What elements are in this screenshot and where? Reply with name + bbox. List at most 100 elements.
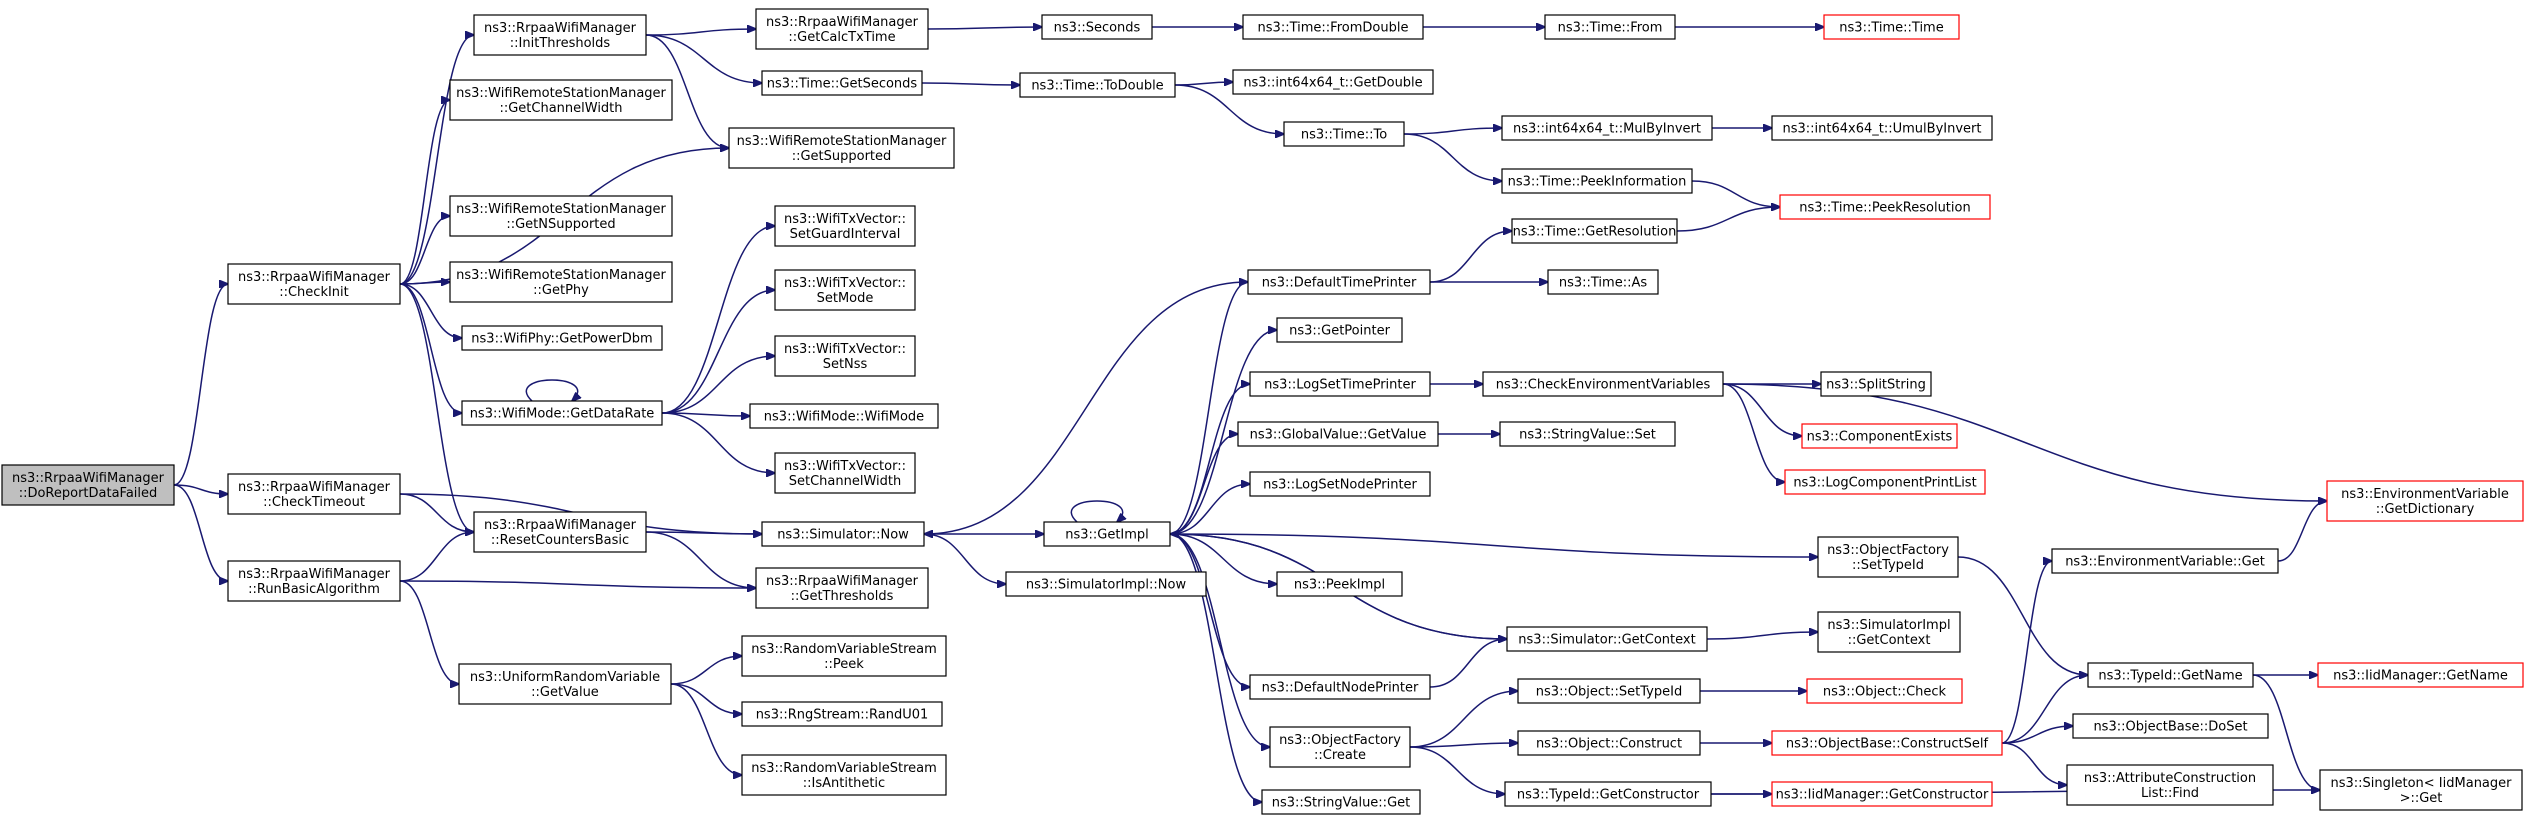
graph-node-n62[interactable]: ns3::IidManager::GetConstructor: [1771, 781, 1993, 807]
graph-node-n32[interactable]: ns3::DefaultTimePrinter: [1247, 269, 1431, 295]
graph-node-n6[interactable]: ns3::WifiRemoteStationManager::GetNSuppo…: [449, 195, 673, 237]
graph-node-n18[interactable]: ns3::WifiMode::WifiMode: [749, 403, 939, 429]
graph-node-n37[interactable]: ns3::PeekImpl: [1276, 571, 1403, 597]
graph-node-n44[interactable]: ns3::Time::GetResolution: [1511, 218, 1678, 244]
graph-node-n64[interactable]: ns3::TypeId::GetName: [2087, 662, 2254, 688]
graph-node-n29[interactable]: ns3::Time::FromDouble: [1242, 14, 1424, 40]
graph-node-n35[interactable]: ns3::GlobalValue::GetValue: [1237, 421, 1439, 447]
graph-node-n14[interactable]: ns3::WifiRemoteStationManager::GetSuppor…: [728, 127, 955, 169]
graph-node-n19[interactable]: ns3::WifiTxVector::SetChannelWidth: [774, 452, 916, 494]
graph-node-n12[interactable]: ns3::RrpaaWifiManager::GetCalcTxTime: [755, 8, 929, 50]
graph-node-n47[interactable]: ns3::StringValue::Set: [1499, 421, 1676, 447]
graph-node-n46[interactable]: ns3::CheckEnvironmentVariables: [1482, 371, 1724, 397]
node-label: ns3::TypeId::GetConstructor: [1517, 788, 1700, 803]
graph-node-n56[interactable]: ns3::SplitString: [1820, 371, 1932, 397]
graph-node-n50[interactable]: ns3::Object::SetTypeId: [1517, 678, 1701, 704]
graph-node-n31[interactable]: ns3::Time::To: [1283, 121, 1405, 147]
graph-node-n63[interactable]: ns3::EnvironmentVariable::Get: [2051, 548, 2279, 574]
graph-node-n52[interactable]: ns3::TypeId::GetConstructor: [1504, 781, 1712, 807]
graph-node-n59[interactable]: ns3::SimulatorImpl::GetContext: [1817, 611, 1961, 653]
node-box: [1249, 371, 1431, 397]
edge-line: [1169, 282, 1248, 535]
edge-n46-n58: [1722, 383, 1785, 482]
edge-line: [927, 27, 1042, 29]
node-box: [1501, 115, 1713, 141]
node-label: ns3::Simulator::Now: [777, 528, 909, 543]
node-label: ::GetNSupported: [506, 217, 615, 232]
graph-node-n49[interactable]: ns3::Simulator::GetContext: [1506, 626, 1708, 652]
graph-node-n0[interactable]: ns3::RrpaaWifiManager::DoReportDataFaile…: [1, 464, 175, 506]
graph-node-n43[interactable]: ns3::Time::PeekInformation: [1501, 168, 1693, 194]
edge-n27-n36: [1169, 484, 1250, 535]
graph-node-n58[interactable]: ns3::LogComponentPrintList: [1784, 469, 1986, 495]
graph-node-n30[interactable]: ns3::int64x64_t::GetDouble: [1232, 69, 1434, 95]
graph-node-n27[interactable]: ns3::GetImpl: [1043, 521, 1171, 547]
graph-node-n17[interactable]: ns3::WifiTxVector::SetNss: [774, 335, 916, 377]
node-label: ns3::Time::ToDouble: [1031, 79, 1163, 94]
graph-node-n15[interactable]: ns3::WifiTxVector::SetGuardInterval: [774, 205, 916, 247]
graph-node-n24[interactable]: ns3::RandomVariableStream::IsAntithetic: [741, 754, 947, 796]
edge-n31-n42: [1403, 128, 1502, 135]
graph-node-n55[interactable]: ns3::Time::PeekResolution: [1779, 194, 1991, 220]
graph-node-n36[interactable]: ns3::LogSetNodePrinter: [1249, 471, 1431, 497]
graph-node-n54[interactable]: ns3::int64x64_t::UmulByInvert: [1771, 115, 1993, 141]
graph-node-n39[interactable]: ns3::ObjectFactory::Create: [1269, 726, 1411, 768]
node-label: ::GetPhy: [533, 283, 589, 298]
graph-node-n51[interactable]: ns3::Object::Construct: [1517, 730, 1701, 756]
node-label: ::GetDictionary: [2376, 502, 2475, 517]
graph-node-n53[interactable]: ns3::Time::Time: [1823, 14, 1960, 40]
graph-node-n38[interactable]: ns3::DefaultNodePrinter: [1249, 674, 1431, 700]
edge-n11-n24: [670, 683, 742, 775]
graph-node-n67[interactable]: ns3::EnvironmentVariable::GetDictionary: [2326, 480, 2524, 522]
graph-node-n28[interactable]: ns3::SimulatorImpl::Now: [1005, 571, 1207, 597]
edge-line: [2001, 561, 2052, 744]
edge-n3-n11: [399, 580, 459, 684]
graph-node-n1[interactable]: ns3::RrpaaWifiManager::CheckInit: [227, 263, 401, 305]
graph-node-n61[interactable]: ns3::ObjectBase::ConstructSelf: [1771, 730, 2003, 756]
graph-node-n25[interactable]: ns3::Seconds: [1041, 14, 1153, 40]
node-label: ns3::PeekImpl: [1294, 578, 1385, 593]
graph-node-n13[interactable]: ns3::Time::GetSeconds: [761, 70, 923, 96]
graph-node-n57[interactable]: ns3::ComponentExists: [1801, 423, 1958, 449]
graph-node-n26[interactable]: ns3::Time::ToDouble: [1019, 72, 1176, 98]
node-box: [1276, 317, 1403, 343]
graph-node-n9[interactable]: ns3::WifiMode::GetDataRate: [461, 400, 663, 426]
node-box: [1517, 730, 1701, 756]
graph-node-n11[interactable]: ns3::UniformRandomVariable::GetValue: [458, 663, 672, 705]
graph-node-n7[interactable]: ns3::WifiRemoteStationManager::GetPhy: [449, 261, 673, 303]
graph-node-n22[interactable]: ns3::RandomVariableStream::Peek: [741, 635, 947, 677]
node-box: [1771, 781, 1993, 807]
graph-node-n65[interactable]: ns3::ObjectBase::DoSet: [2072, 713, 2269, 739]
graph-node-n10[interactable]: ns3::RrpaaWifiManager::ResetCountersBasi…: [473, 511, 647, 553]
graph-node-n16[interactable]: ns3::WifiTxVector::SetMode: [774, 269, 916, 311]
graph-node-n48[interactable]: ns3::ObjectFactory::SetTypeId: [1817, 536, 1959, 578]
graph-node-n2[interactable]: ns3::RrpaaWifiManager::CheckTimeout: [227, 473, 401, 515]
graph-node-n41[interactable]: ns3::Time::From: [1544, 14, 1676, 40]
graph-node-n5[interactable]: ns3::WifiRemoteStationManager::GetChanne…: [449, 79, 673, 121]
edge-n1-n6: [399, 216, 450, 285]
node-label: ns3::AttributeConstruction: [2084, 771, 2256, 786]
graph-node-n34[interactable]: ns3::LogSetTimePrinter: [1249, 371, 1431, 397]
graph-node-n69[interactable]: ns3::Singleton< IidManager>::Get: [2319, 769, 2523, 811]
edge-n49-n59: [1706, 632, 1818, 640]
graph-node-n68[interactable]: ns3::IidManager::GetName: [2317, 662, 2524, 688]
graph-node-n60[interactable]: ns3::Object::Check: [1806, 678, 1963, 704]
graph-node-n45[interactable]: ns3::Time::As: [1547, 269, 1659, 295]
edge-n31-n43: [1403, 133, 1502, 181]
graph-node-n8[interactable]: ns3::WifiPhy::GetPowerDbm: [461, 325, 663, 351]
node-box: [1482, 371, 1724, 397]
graph-node-n40[interactable]: ns3::StringValue::Get: [1261, 789, 1421, 815]
graph-node-n23[interactable]: ns3::RngStream::RandU01: [741, 701, 943, 727]
node-label: ns3::GetPointer: [1289, 324, 1390, 339]
node-label: ns3::RrpaaWifiManager: [238, 567, 391, 582]
graph-node-n4[interactable]: ns3::RrpaaWifiManager::InitThresholds: [473, 14, 647, 56]
node-label: ::CheckTimeout: [263, 495, 365, 510]
graph-node-n33[interactable]: ns3::GetPointer: [1276, 317, 1403, 343]
graph-node-n20[interactable]: ns3::Simulator::Now: [761, 521, 925, 547]
node-box: [741, 635, 947, 677]
graph-node-n3[interactable]: ns3::RrpaaWifiManager::RunBasicAlgorithm: [227, 560, 401, 602]
node-box: [749, 403, 939, 429]
graph-node-n42[interactable]: ns3::int64x64_t::MulByInvert: [1501, 115, 1713, 141]
graph-node-n21[interactable]: ns3::RrpaaWifiManager::GetThresholds: [755, 567, 929, 609]
